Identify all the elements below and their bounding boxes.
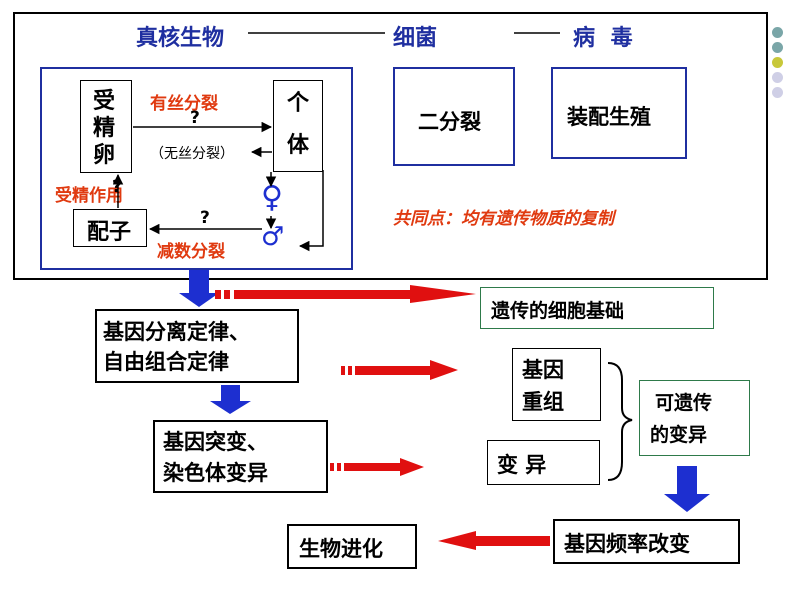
fertilization-question: ? — [112, 177, 122, 197]
recombination-box — [512, 348, 601, 421]
laws-box — [95, 309, 299, 383]
binary-fission-box — [393, 67, 515, 166]
zygote-char-3: 卵 — [93, 143, 116, 168]
zygote-char-1: 受 — [93, 89, 116, 114]
female-symbol: ♀ — [261, 180, 283, 215]
bacteria-label: 细菌 — [393, 26, 438, 51]
evolution-label: 生物进化 — [299, 537, 383, 561]
variation-box — [487, 440, 600, 485]
red-arrow-evolution — [438, 531, 550, 550]
virus-label: 病 毒 — [573, 26, 637, 51]
decorative-dot — [772, 72, 783, 83]
red-dash-1a — [215, 290, 221, 299]
decorative-dot — [772, 57, 783, 68]
laws-line-1: 基因分离定律、 — [103, 320, 250, 344]
variation-label: 变 异 — [497, 453, 547, 477]
meiosis-question: ? — [200, 208, 210, 228]
laws-line-2: 自由组合定律 — [103, 350, 229, 374]
eukaryote-label: 真核生物 — [136, 26, 225, 51]
assembly-label: 装配生殖 — [567, 105, 651, 129]
red-dash-3b — [337, 463, 341, 471]
zygote-box — [80, 80, 132, 173]
heritable-line-1: 可遗传 — [655, 392, 713, 414]
gamete-box — [73, 209, 147, 247]
meiosis-label: 减数分裂 — [157, 242, 225, 262]
red-arrow-recombination — [355, 360, 458, 380]
mitosis-question: ? — [190, 108, 200, 128]
recombination-line-1: 基因 — [522, 358, 564, 382]
gamete-label: 配子 — [87, 220, 132, 245]
mitosis-label: 有丝分裂 — [150, 94, 218, 114]
amitosis-label: （无丝分裂） — [150, 146, 234, 162]
evolution-box — [287, 524, 417, 569]
variation-brace — [607, 362, 633, 481]
decorative-dot — [772, 42, 783, 53]
male-symbol: ♂ — [261, 222, 285, 252]
cell-basis-label: 遗传的细胞基础 — [491, 300, 625, 322]
red-arrow-cell-basis — [234, 285, 476, 303]
zygote-char-2: 精 — [93, 116, 116, 141]
red-dash-1b — [224, 290, 230, 299]
blue-down-arrow-2 — [210, 385, 251, 414]
individual-box — [273, 80, 323, 172]
assembly-box — [551, 67, 687, 159]
cell-basis-box — [480, 287, 714, 329]
frequency-change-box — [553, 519, 740, 564]
individual-char-1: 个 — [287, 91, 310, 116]
mutation-line-1: 基因突变、 — [163, 430, 268, 454]
eukaryote-cycle-frame — [40, 67, 353, 270]
red-dash-3a — [330, 463, 334, 471]
red-dash-2b — [348, 366, 352, 375]
decorative-dot — [772, 27, 783, 38]
red-dash-2a — [341, 366, 345, 375]
recombination-line-2: 重组 — [522, 390, 564, 414]
decorative-dot — [772, 87, 783, 98]
frequency-change-label: 基因频率改变 — [564, 532, 690, 556]
fertilization-label: 受精作用 — [55, 186, 123, 206]
mutation-box — [153, 420, 328, 493]
blue-down-arrow-3 — [664, 466, 710, 512]
heritable-line-2: 的变异 — [650, 424, 708, 446]
individual-char-2: 体 — [287, 133, 310, 158]
mutation-line-2: 染色体变异 — [163, 461, 268, 485]
binary-fission-label: 二分裂 — [418, 110, 481, 134]
heritable-box — [639, 380, 750, 456]
top-frame — [13, 12, 768, 280]
common-point-text: 共同点：均有遗传物质的复制 — [393, 209, 614, 229]
red-arrow-variation — [344, 458, 424, 476]
